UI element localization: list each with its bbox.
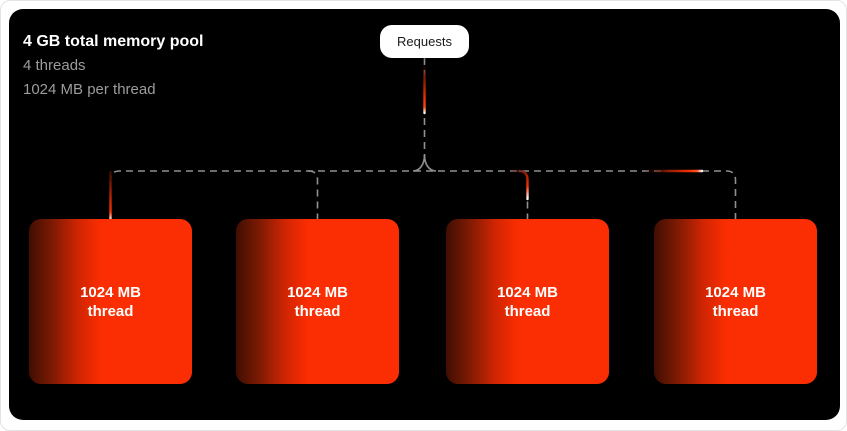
thread-memory-label: 1024 MB <box>497 283 558 301</box>
thread-label: thread <box>712 302 759 320</box>
diagram-panel: 4 GB total memory pool 4 threads 1024 MB… <box>9 9 840 420</box>
requests-node: Requests <box>380 25 469 58</box>
thread-box-1: 1024 MB thread <box>29 219 192 384</box>
drop-line-3 <box>518 170 529 219</box>
trunk-fork-left <box>412 154 426 172</box>
thread-memory-label: 1024 MB <box>287 283 348 301</box>
connector-lines <box>109 58 737 221</box>
thread-count-label: 4 threads <box>23 57 86 74</box>
harness-line <box>109 170 737 219</box>
thread-box-4: 1024 MB thread <box>654 219 817 384</box>
thread-memory-label: 1024 MB <box>80 283 141 301</box>
thread-box-2: 1024 MB thread <box>236 219 399 384</box>
thread-box-3: 1024 MB thread <box>446 219 609 384</box>
thread-label: thread <box>294 302 341 320</box>
request-pulse-drop3 <box>503 169 529 201</box>
thread-memory-label: 1024 MB <box>705 283 766 301</box>
drop-line-2 <box>308 170 319 219</box>
memory-pool-title: 4 GB total memory pool <box>23 33 204 50</box>
thread-label: thread <box>87 302 134 320</box>
per-thread-label: 1024 MB per thread <box>23 81 156 98</box>
memory-pool-header: 4 GB total memory pool 4 threads 1024 MB… <box>23 29 203 102</box>
thread-label: thread <box>504 302 551 320</box>
trunk-fork-right <box>423 154 437 172</box>
